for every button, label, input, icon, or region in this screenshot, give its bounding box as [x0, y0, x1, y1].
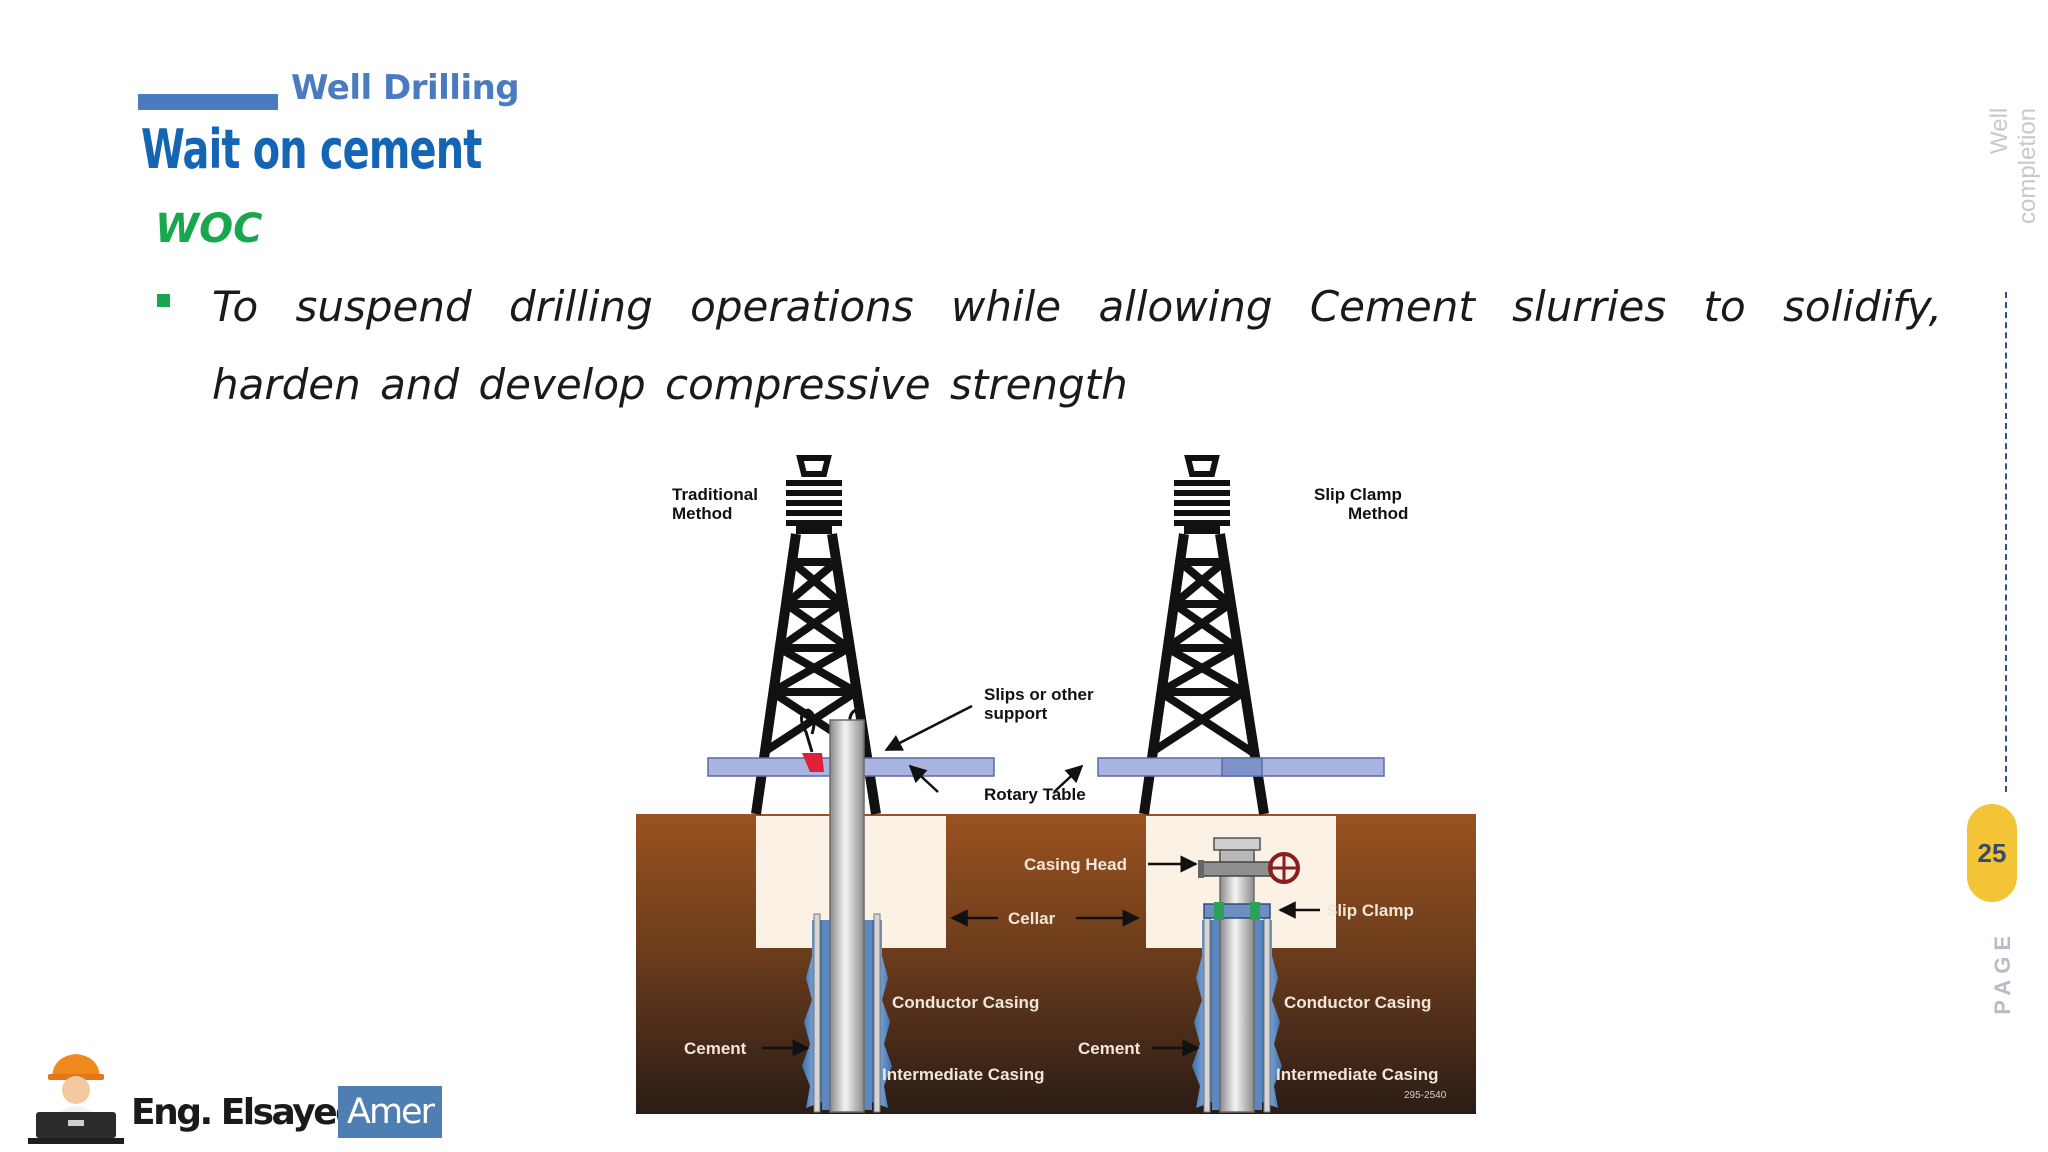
bullet-text: To suspend drilling operations while all… [212, 282, 1942, 409]
figure-code: 295-2540 [1404, 1090, 1447, 1101]
author-last-name-box: Amer [338, 1086, 442, 1138]
section-subtitle: Well Drilling [291, 68, 520, 108]
right-cement-label: Cement [1078, 1039, 1141, 1058]
cellar-label: Cellar [1008, 909, 1056, 928]
author-first-name: Eng. Elsayed [131, 1092, 361, 1133]
section-side-label: Well completion [1986, 108, 2041, 225]
left-cement-label: Cement [684, 1039, 747, 1058]
right-intermediate-casing-label: Intermediate Casing [1276, 1065, 1439, 1084]
page-number: 25 [1977, 837, 2007, 868]
author-last-name: Amer [347, 1092, 435, 1132]
right-intermediate-casing [1219, 853, 1255, 1113]
left-well [802, 719, 892, 1113]
woc-heading: WOC [155, 206, 263, 252]
left-intermediate-casing-label: Intermediate Casing [882, 1065, 1045, 1084]
right-conductor-casing-label: Conductor Casing [1284, 993, 1431, 1012]
left-intermediate-casing [829, 719, 865, 1113]
casing-head-label: Casing Head [1024, 855, 1127, 874]
side-dashed-line [2005, 292, 2007, 792]
left-conductor-casing-label: Conductor Casing [892, 993, 1039, 1012]
right-well [1192, 837, 1300, 1113]
right-rotary-center [1221, 757, 1263, 777]
page-number-badge: 25 [1967, 804, 2017, 902]
engineer-logo-icon [28, 1054, 124, 1144]
slip-clamp [1203, 902, 1271, 920]
page-side-label: PAGE [1990, 930, 2015, 1015]
subtitle-accent-bar [138, 94, 278, 110]
rotary-table-label: Rotary Table [984, 785, 1086, 804]
page-title: Wait on cement [141, 118, 482, 181]
casing-head [1198, 837, 1300, 884]
slip-clamp-label: Slip Clamp [1326, 901, 1414, 920]
bullet-square-icon [157, 294, 170, 307]
